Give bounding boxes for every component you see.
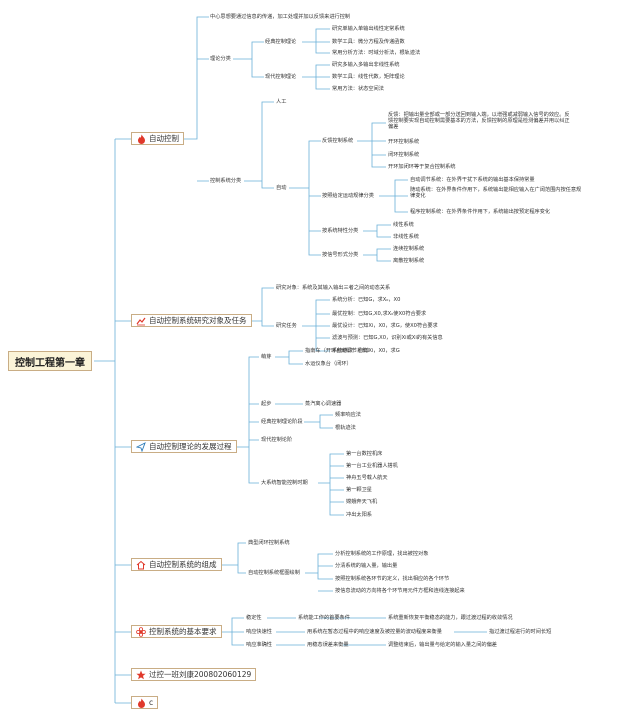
s5-row-a[interactable]: 用系统在暂态过程中的响应速度及被控量的波动程度来衡量 bbox=[307, 629, 442, 635]
s1-signal-item[interactable]: 离散控制系统 bbox=[393, 258, 425, 264]
s2-tasks[interactable]: 研究任务 bbox=[276, 323, 297, 329]
s1-modern-item[interactable]: 研究多输入多输出非线性系统 bbox=[332, 62, 400, 68]
node-label: 过控一班刘康200802060129 bbox=[149, 670, 252, 679]
s4-step[interactable]: 按照控制系统各环节的定义，找出相应的各个环节 bbox=[335, 576, 450, 582]
s1-setpoint-item[interactable]: 程序控制系统：在外界条件作用下，系统输出按预定程序变化 bbox=[410, 209, 551, 215]
s1-feedback[interactable]: 反馈控制系统 bbox=[322, 138, 354, 144]
root-node[interactable]: 控制工程第一章 bbox=[8, 351, 92, 371]
s1-signal-item[interactable]: 连续控制系统 bbox=[393, 246, 425, 252]
s1-classic-item[interactable]: 研究单输入单输出线性定常系统 bbox=[332, 26, 405, 32]
s2-task-item[interactable]: 滤波与预测：已知G,X0，识别Xi或Xi的有关信息 bbox=[332, 335, 443, 341]
node-label: 自动控制理论的发展过程 bbox=[149, 442, 232, 451]
s5-row-b[interactable]: 指过渡过程进行的时间长短 bbox=[489, 629, 552, 635]
house-icon bbox=[136, 560, 146, 570]
s3-large-item[interactable]: 神舟五号载人航天 bbox=[346, 475, 388, 481]
star-icon bbox=[136, 670, 146, 680]
s3-large-item[interactable]: 第一台数控机床 bbox=[346, 451, 383, 457]
s1-linearity-item[interactable]: 非线性系统 bbox=[393, 234, 419, 240]
s5-row-head[interactable]: 稳定性 bbox=[246, 615, 262, 621]
node-composition[interactable]: 自动控制系统的组成 bbox=[131, 558, 222, 571]
s3-large-item[interactable]: 第一颗卫星 bbox=[346, 487, 372, 493]
node-requirements[interactable]: 控制系统的基本要求 bbox=[131, 625, 222, 638]
node-author[interactable]: 过控一班刘康200802060129 bbox=[131, 668, 257, 681]
s4-step[interactable]: 分清系统的输入量，输出量 bbox=[335, 563, 398, 569]
s1-intro[interactable]: 中心思想要通过信息的传递，加工处理并加以反馈来进行控制 bbox=[210, 14, 351, 20]
s1-setpoint-item[interactable]: 随动系统：在外界条件作用下，系统输出能相应输入在广阔范围内按任意规律变化 bbox=[410, 187, 582, 199]
s4-step[interactable]: 按信息流动的方向将各个环节用元件方框和连线连接起来 bbox=[335, 588, 465, 594]
s3-classic-item[interactable]: 频率响应法 bbox=[335, 412, 361, 418]
node-label: 自动控制系统的组成 bbox=[149, 560, 217, 569]
s1-classic[interactable]: 经典控制理论 bbox=[265, 39, 297, 45]
s3-sprout-item[interactable]: 水运仪象台（闭环） bbox=[305, 361, 352, 367]
paper-plane-icon bbox=[136, 441, 146, 452]
node-research-objects[interactable]: 自动控制系统研究对象及任务 bbox=[131, 314, 252, 327]
s1-setpoint[interactable]: 按照给定运动规律分类 bbox=[322, 193, 374, 199]
s1-linearity[interactable]: 按系统特性分类 bbox=[322, 228, 359, 234]
node-label: 自动控制系统研究对象及任务 bbox=[149, 316, 247, 325]
s1-system-class[interactable]: 控制系统分类 bbox=[210, 178, 242, 184]
s3-large-item[interactable]: 冲出太阳系 bbox=[346, 512, 372, 518]
s1-feedback-item[interactable]: 开环加闭环等于复合控制系统 bbox=[388, 164, 456, 170]
chart-icon bbox=[136, 316, 146, 326]
node-development[interactable]: 自动控制理论的发展过程 bbox=[131, 440, 237, 453]
s1-setpoint-item[interactable]: 自动调节系统：在外界干扰下系统的输出基本保持常量 bbox=[410, 177, 535, 183]
s3-classic-item[interactable]: 根轨迹法 bbox=[335, 425, 356, 431]
s3-large[interactable]: 大系统智能控制时期 bbox=[261, 480, 308, 486]
s3-start-item[interactable]: 蒸汽离心调速器 bbox=[305, 401, 342, 407]
s4-steps-head[interactable]: 自动控制系统框图绘制 bbox=[248, 570, 300, 576]
s4-step[interactable]: 分析控制系统的工作原理，找出被控对象 bbox=[335, 551, 429, 557]
s5-row-a[interactable]: 系统能工作的首要条件 bbox=[298, 615, 350, 621]
s3-classic[interactable]: 经典控制理论阶段 bbox=[261, 419, 303, 425]
s1-classic-item[interactable]: 数学工具：微分方程及传递函数 bbox=[332, 39, 405, 45]
flower-icon bbox=[136, 626, 146, 637]
flame-icon bbox=[136, 698, 146, 708]
s3-modern[interactable]: 现代控制论阶 bbox=[261, 437, 293, 443]
s2-task-item[interactable]: 最优设计：已知Xi，X0，求G，使X0符合要求 bbox=[332, 323, 438, 329]
s3-large-item[interactable]: 嫦娥奔天飞机 bbox=[346, 499, 378, 505]
s3-large-item[interactable]: 第一台工业机器人搭机 bbox=[346, 463, 398, 469]
s2-task-item[interactable]: 系统辨识：已知Xi，X0，求G bbox=[332, 348, 400, 354]
s1-auto[interactable]: 自动 bbox=[276, 185, 287, 191]
s3-sprout[interactable]: 萌芽 bbox=[261, 354, 272, 360]
s1-feedback-item[interactable]: 闭环控制系统 bbox=[388, 152, 420, 158]
s5-row-head[interactable]: 响应快速性 bbox=[246, 629, 272, 635]
flame-icon bbox=[136, 134, 146, 144]
s1-signal[interactable]: 按信号形式分类 bbox=[322, 252, 359, 258]
s5-row-head[interactable]: 响应准确性 bbox=[246, 642, 272, 648]
s1-modern-item[interactable]: 数学工具：线性代数，矩阵理论 bbox=[332, 74, 405, 80]
s3-sprout-item[interactable]: 指南车（开环自动调节系统） bbox=[305, 348, 373, 354]
s5-row-b[interactable]: 调整结束后，输出量与给定的输入量之间的偏差 bbox=[388, 642, 497, 648]
node-label: c bbox=[149, 698, 154, 707]
node-label: 控制系统的基本要求 bbox=[149, 627, 217, 636]
s1-feedback-item[interactable]: 开环控制系统 bbox=[388, 139, 420, 145]
s4-typical[interactable]: 典型闭环控制系统 bbox=[248, 540, 290, 546]
s1-modern-item[interactable]: 常用方法：状态空间法 bbox=[332, 86, 384, 92]
s1-classic-item[interactable]: 常用分析方法：时域分析法，根轨迹法 bbox=[332, 50, 421, 56]
s1-linearity-item[interactable]: 线性系统 bbox=[393, 222, 414, 228]
s2-task-item[interactable]: 系统分析：已知G，求X₀，X0 bbox=[332, 297, 401, 303]
s3-start[interactable]: 起步 bbox=[261, 401, 272, 407]
node-label: 自动控制 bbox=[149, 134, 179, 143]
s5-row-a[interactable]: 用稳态误差来衡量 bbox=[307, 642, 349, 648]
s2-task-item[interactable]: 最优控制：已知G,X0,求X₀使X0符合要求 bbox=[332, 311, 427, 317]
node-c[interactable]: c bbox=[131, 696, 159, 709]
node-automatic-control[interactable]: 自动控制 bbox=[131, 132, 184, 145]
s5-row-b[interactable]: 系统重新恢复平衡稳态的能力，跟过渡过程的收敛情况 bbox=[388, 615, 513, 621]
s1-feedback-desc[interactable]: 反馈：把输出量全部或一部分送回到输入端，以增强或减弱输入信号的效应。反馈控制要实… bbox=[388, 112, 570, 130]
s1-modern[interactable]: 现代控制理论 bbox=[265, 74, 297, 80]
s2-object[interactable]: 研究对象：系统及其输入输出三者之间的动态关系 bbox=[276, 285, 391, 291]
s1-theory[interactable]: 理论分类 bbox=[210, 56, 231, 62]
s1-manual[interactable]: 人工 bbox=[276, 99, 287, 105]
